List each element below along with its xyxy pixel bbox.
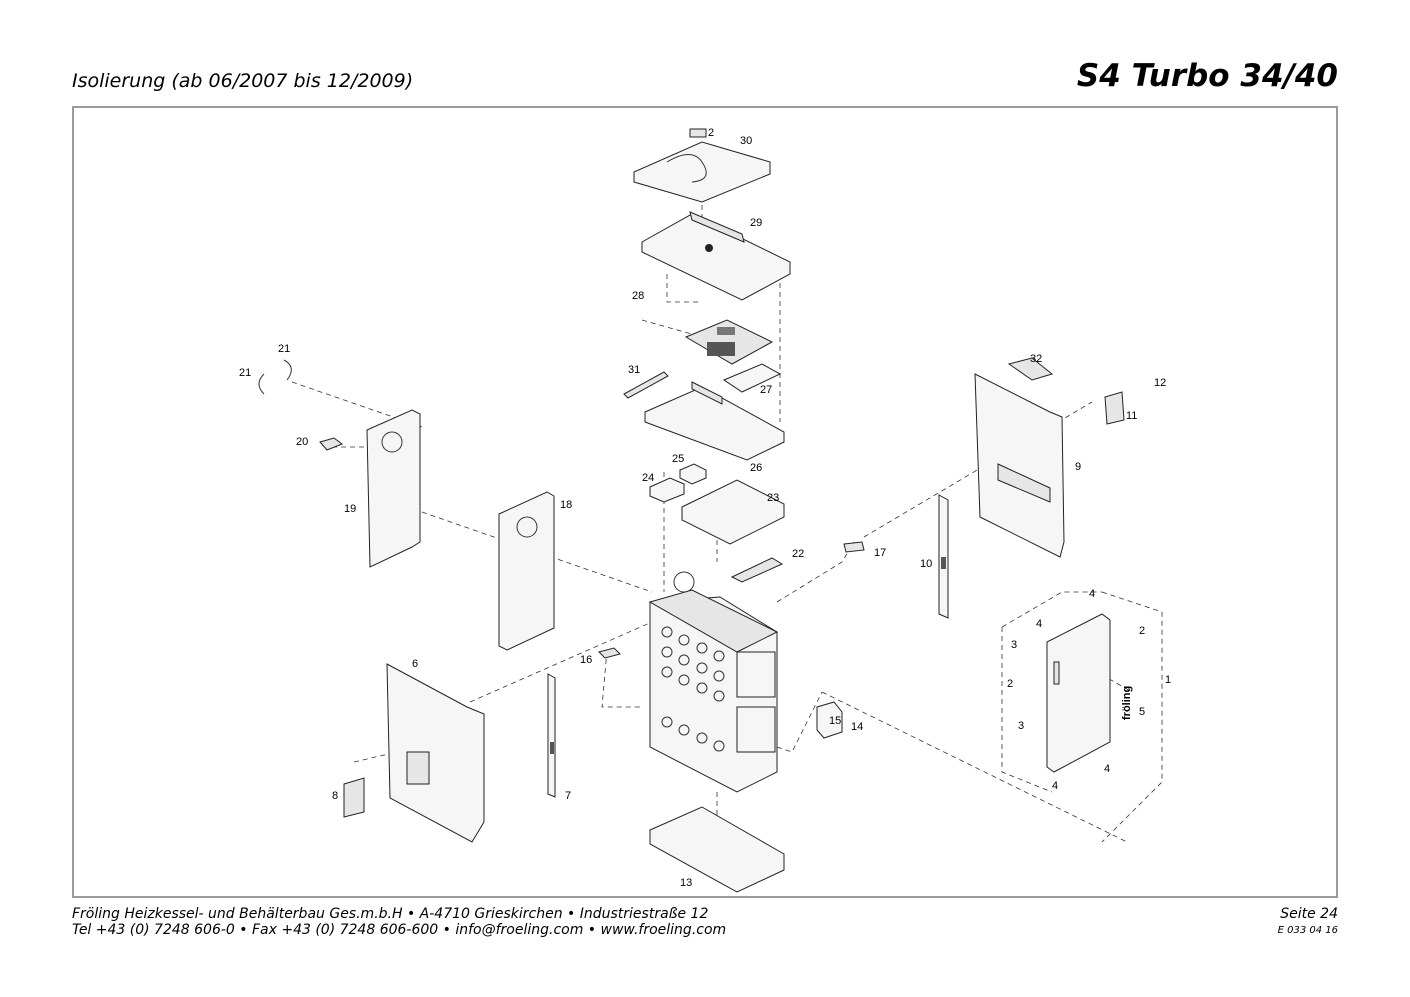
callout-21a: 21 [278,343,290,355]
part-7-strip [547,673,556,798]
callout-29: 29 [750,217,762,229]
footer-company: Fröling Heizkessel- und Behälterbau Ges.… [72,906,709,922]
callout-17: 17 [874,547,886,559]
part-28-control-board [684,319,774,365]
page-subtitle: Isolierung (ab 06/2007 bis 12/2009) [72,70,414,92]
boiler-holes [661,626,725,752]
callout-14: 14 [851,721,863,733]
part-8-cover [343,777,365,818]
callout-13: 13 [680,877,692,889]
callout-12: 12 [1154,377,1166,389]
part-11-connector [1104,391,1125,425]
part-30-top-insulation [633,128,771,203]
callout-21b: 21 [239,367,251,379]
callout-11: 11 [1126,410,1137,422]
callout-7: 7 [565,790,571,802]
callout-3b: 3 [1018,720,1024,732]
callout-18: 18 [560,499,572,511]
callout-5: 5 [1139,706,1145,718]
callout-28: 28 [632,290,644,302]
callout-2c: 2 [1007,678,1013,690]
callout-4a: 4 [1089,588,1095,600]
callout-10: 10 [920,558,932,570]
part-6-side-panel [386,663,485,843]
callout-22: 22 [792,548,804,560]
part-23-insulation-block [681,479,785,545]
callout-23: 23 [767,492,779,504]
exploded-view-frame: fröling 2 30 29 28 31 27 26 25 24 23 22 … [72,106,1338,898]
callout-31: 31 [628,364,640,376]
part-26-27-31-tray [623,363,785,461]
callout-numbers: 2 30 29 28 31 27 26 25 24 23 22 21 21 20… [239,127,1171,889]
footer-doc-code: E 033 04 16 [1277,925,1338,936]
footer-page-number: Seite 24 [1280,906,1338,922]
part-18-rear-insulation [498,491,555,651]
boiler-body [648,571,779,793]
part-24-25-blocks [649,463,707,503]
exploded-view-diagram: fröling 2 30 29 28 31 27 26 25 24 23 22 … [239,127,1171,893]
part-29-top-cover [641,211,791,301]
callout-30: 30 [740,135,752,147]
callout-4d: 4 [1052,780,1058,792]
part-16-clip [598,647,621,659]
callout-26: 26 [750,462,762,474]
part-13-base-insulation [649,806,785,893]
callout-6: 6 [412,658,418,670]
callout-2: 2 [708,127,714,139]
callout-24: 24 [642,472,654,484]
callout-19: 19 [344,503,356,515]
callout-15: 15 [829,715,841,727]
callout-27: 27 [760,384,772,396]
callout-32: 32 [1030,353,1042,365]
callout-2b: 2 [1139,625,1145,637]
callout-4b: 4 [1036,618,1042,630]
callout-9: 9 [1075,461,1081,473]
callout-25: 25 [672,453,684,465]
page-title: S4 Turbo 34/40 [1076,58,1338,94]
part-20-clip [319,437,344,451]
callout-1: 1 [1165,674,1171,686]
callout-8: 8 [332,790,338,802]
part-17-bracket [843,541,865,553]
part-19-rear-panel [366,409,421,568]
part-14-15-box [816,701,843,739]
callout-20: 20 [296,436,308,448]
footer-contact: Tel +43 (0) 7248 606-0 • Fax +43 (0) 724… [72,922,727,938]
callout-4c: 4 [1104,763,1110,775]
part-21-rings [258,359,292,395]
part-10-strip [938,494,949,619]
callout-3a: 3 [1011,639,1017,651]
part-5-door: fröling [1046,613,1133,773]
brand-label: fröling [1121,686,1133,720]
part-32-plate [1007,357,1054,381]
part-9-side-panel [974,373,1065,558]
part-22-strip [730,557,784,583]
callout-16: 16 [580,654,592,666]
